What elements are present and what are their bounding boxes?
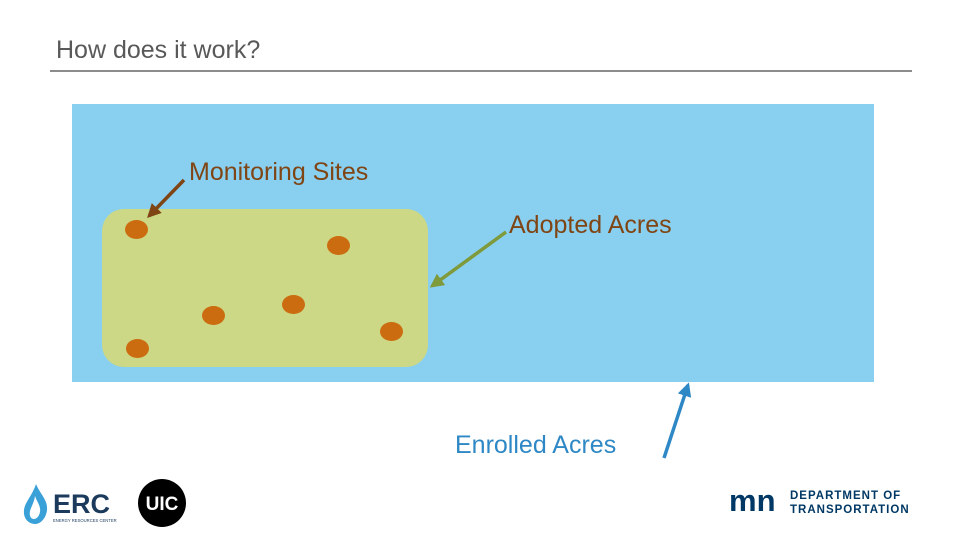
mndot-line1: DEPARTMENT OF xyxy=(790,490,901,502)
monitoring-sites-label: Monitoring Sites xyxy=(189,158,369,186)
title-divider xyxy=(50,70,912,72)
monitoring-site-dot xyxy=(282,295,305,314)
mndot-mark: mn xyxy=(729,487,776,517)
monitoring-site-dot xyxy=(125,220,148,239)
enrolled-acres-label: Enrolled Acres xyxy=(455,431,617,459)
slide-title: How does it work? xyxy=(56,36,261,64)
enrolled-acres-arrow xyxy=(662,382,692,459)
erc-logo-text: ERC xyxy=(53,489,110,519)
erc-logo: ERC ENERGY RESOURCES CENTER xyxy=(23,484,117,524)
monitoring-site-dot xyxy=(327,236,350,255)
uic-logo-text: UIC xyxy=(146,494,179,515)
mndot-logo: mn DEPARTMENT OF TRANSPORTATION xyxy=(729,487,910,517)
adopted-acres-label: Adopted Acres xyxy=(509,211,672,239)
flame-drop-icon xyxy=(23,484,48,524)
monitoring-site-dot xyxy=(380,322,403,341)
monitoring-sites-arrow xyxy=(147,178,186,219)
adopted-acres-area xyxy=(102,209,428,367)
monitoring-site-dot xyxy=(126,339,149,358)
monitoring-site-dot xyxy=(202,306,225,325)
uic-logo: UIC xyxy=(138,479,186,527)
mndot-line2: TRANSPORTATION xyxy=(790,504,910,516)
adopted-acres-arrow xyxy=(429,230,508,288)
erc-logo-subtext: ENERGY RESOURCES CENTER xyxy=(53,518,117,523)
